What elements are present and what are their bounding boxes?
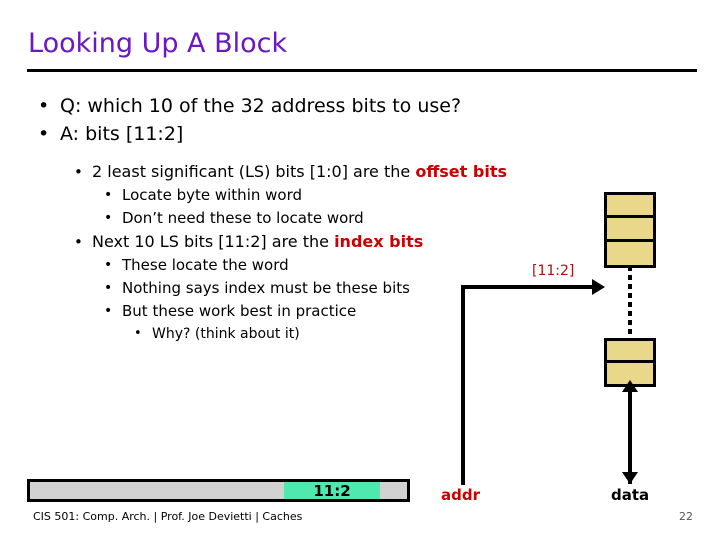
data-arrowhead-up-icon [622,380,638,392]
list-item: • Next 10 LS bits [11:2] are the index b… [30,230,590,254]
list-item-text: Don’t need these to locate word [122,209,364,227]
address-tag-segment [30,482,284,499]
list-item-text: Next 10 LS bits [11:2] are the [92,232,335,251]
list-item: • Locate byte within word [30,184,590,207]
address-index-segment: 11:2 [284,482,380,500]
cache-cell [607,341,653,363]
list-item-text: But these work best in practice [122,302,357,320]
cache-cell [607,218,653,242]
list-item: • But these work best in practice [30,300,590,323]
index-arrow-horizontal-segment [461,285,595,289]
highlight-offset-bits: offset bits [415,162,507,181]
bullet-dot-icon: • [74,163,83,181]
index-arrowhead-icon [592,279,605,295]
bullet-dot-icon: • [104,257,113,273]
dotted-connector-line [628,266,632,340]
page-title: Looking Up A Block [28,28,288,59]
address-bit-bar: 11:2 [27,479,410,502]
bullet-dot-icon: • [104,280,113,296]
list-item: • These locate the word [30,254,590,277]
highlight-index-bits: index bits [334,232,424,251]
bullet-dot-icon: • [134,326,142,341]
data-label: data [611,486,650,504]
index-bits-label: [11:2] [532,263,575,279]
bullet-dot-icon: • [74,233,83,251]
list-item: • Why? (think about it) [30,323,590,345]
list-item: • Q: which 10 of the 32 address bits to … [30,92,590,120]
list-item-text: Q: which 10 of the 32 address bits to us… [60,95,462,117]
title-divider [27,69,697,72]
list-item: • A: bits [11:2] [30,120,590,148]
page-number: 22 [679,510,693,523]
list-item-text: A: bits [11:2] [60,123,184,145]
data-arrow-line [628,387,632,484]
list-item: • 2 least significant (LS) bits [1:0] ar… [30,160,590,184]
bullet-dot-icon: • [104,187,113,203]
bullet-dot-icon: • [104,210,113,226]
bullet-dot-icon: • [38,123,50,145]
index-arrow-vertical-segment [461,287,465,485]
data-arrowhead-down-icon [622,472,638,484]
bullet-list: • Q: which 10 of the 32 address bits to … [30,92,590,345]
footer-text: CIS 501: Comp. Arch. | Prof. Joe Deviett… [33,510,303,523]
bullet-dot-icon: • [38,95,50,117]
cache-cell [607,195,653,219]
list-item-text: 2 least significant (LS) bits [1:0] are … [92,162,416,181]
bullet-dot-icon: • [104,303,113,319]
cache-block-stack-bottom [604,338,656,387]
list-item: • Don’t need these to locate word [30,207,590,230]
list-item-text: Locate byte within word [122,186,302,204]
address-offset-segment [380,482,407,499]
list-item-text: These locate the word [122,256,289,274]
list-item-text: Why? (think about it) [152,326,300,342]
list-item-text: Nothing says index must be these bits [122,279,410,297]
cache-cell [607,242,653,265]
list-item: • Nothing says index must be these bits [30,277,590,300]
cache-block-stack-top [604,192,656,268]
addr-label: addr [441,486,480,504]
